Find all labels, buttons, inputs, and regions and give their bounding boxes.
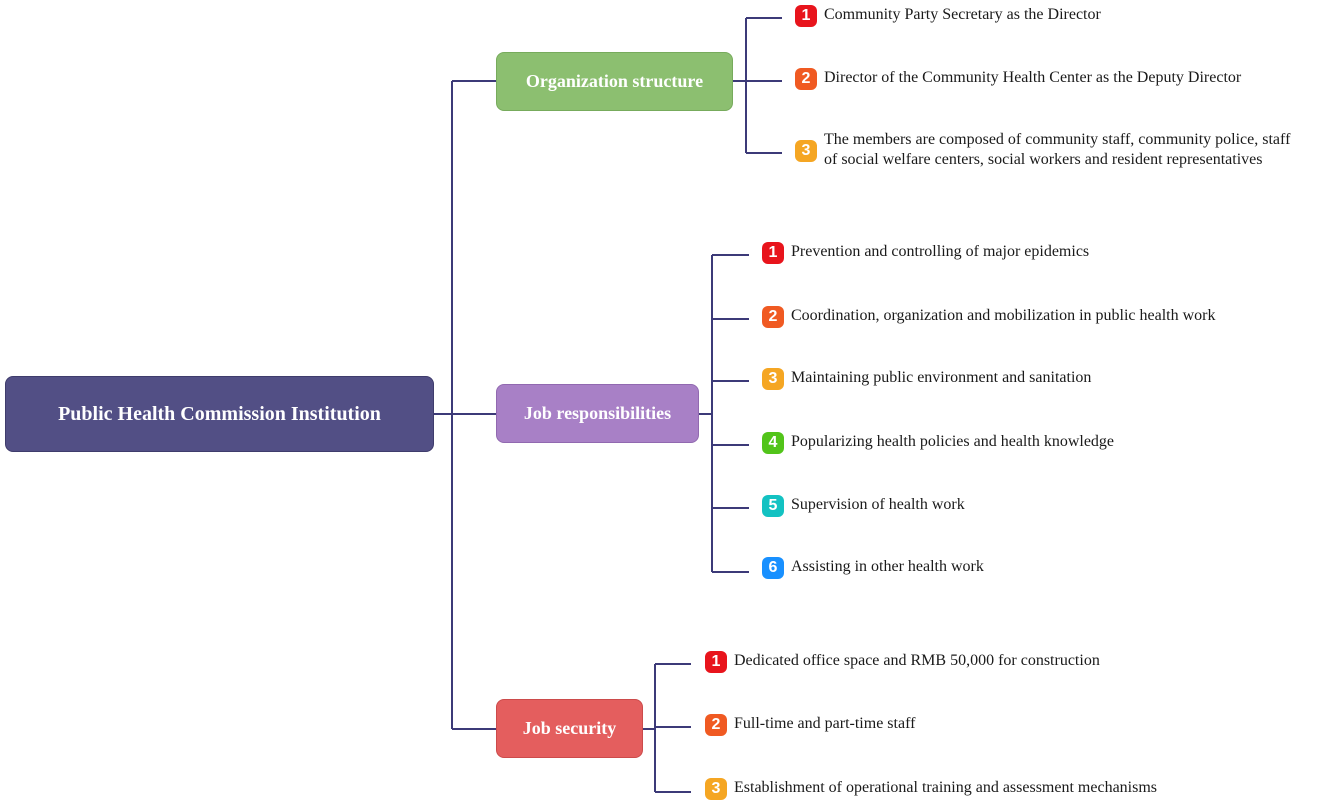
number-badge-5: 5 — [762, 495, 784, 517]
org-item-text: The members are composed of community st… — [824, 131, 1291, 168]
number-badge-2: 2 — [762, 306, 784, 328]
number-badge-3: 3 — [795, 140, 817, 162]
job-item-6: 6 Assisting in other health work — [762, 557, 984, 579]
root-node-label: Public Health Commission Institution — [58, 402, 381, 425]
number-badge-6: 6 — [762, 557, 784, 579]
number-badge-3: 3 — [762, 368, 784, 390]
number-badge-2: 2 — [795, 68, 817, 90]
category-organization-structure: Organization structure — [496, 52, 733, 111]
job-item-3: 3 Maintaining public environment and san… — [762, 368, 1091, 390]
job-item-text: Supervision of health work — [791, 496, 965, 513]
sec-item-text: Full-time and part-time staff — [734, 715, 916, 732]
job-item-text: Assisting in other health work — [791, 558, 984, 575]
job-item-text: Prevention and controlling of major epid… — [791, 243, 1090, 260]
root-node: Public Health Commission Institution — [5, 376, 434, 452]
number-badge-1: 1 — [795, 5, 817, 27]
job-item-text: Popularizing health policies and health … — [791, 433, 1115, 450]
sec-item-text: Establishment of operational training an… — [734, 779, 1158, 796]
org-item-text: Director of the Community Health Center … — [824, 69, 1242, 86]
job-item-4: 4 Popularizing health policies and healt… — [762, 432, 1114, 454]
job-item-2: 2 Coordination, organization and mobiliz… — [762, 306, 1216, 328]
number-badge-1: 1 — [762, 242, 784, 264]
number-badge-2: 2 — [705, 714, 727, 736]
category-job-security: Job security — [496, 699, 643, 758]
job-item-text: Maintaining public environment and sanit… — [791, 369, 1092, 386]
org-item-text: Community Party Secretary as the Directo… — [824, 6, 1101, 23]
org-item-2: 2 Director of the Community Health Cente… — [795, 68, 1241, 90]
category-label: Organization structure — [525, 71, 704, 91]
job-item-text: Coordination, organization and mobilizat… — [791, 307, 1216, 324]
category-label: Job security — [522, 718, 617, 738]
sec-item-text: Dedicated office space and RMB 50,000 fo… — [734, 652, 1100, 669]
job-item-5: 5 Supervision of health work — [762, 495, 965, 517]
number-badge-1: 1 — [705, 651, 727, 673]
job-item-1: 1 Prevention and controlling of major ep… — [762, 242, 1089, 264]
category-job-responsibilities: Job responsibilities — [496, 384, 699, 443]
org-item-1: 1 Community Party Secretary as the Direc… — [795, 5, 1101, 27]
sec-item-1: 1 Dedicated office space and RMB 50,000 … — [705, 651, 1100, 673]
org-item-3: 3 The members are composed of community … — [795, 130, 1304, 170]
sec-item-3: 3 Establishment of operational training … — [705, 778, 1157, 800]
number-badge-3: 3 — [705, 778, 727, 800]
sec-item-2: 2 Full-time and part-time staff — [705, 714, 915, 736]
category-label: Job responsibilities — [523, 403, 672, 423]
number-badge-4: 4 — [762, 432, 784, 454]
